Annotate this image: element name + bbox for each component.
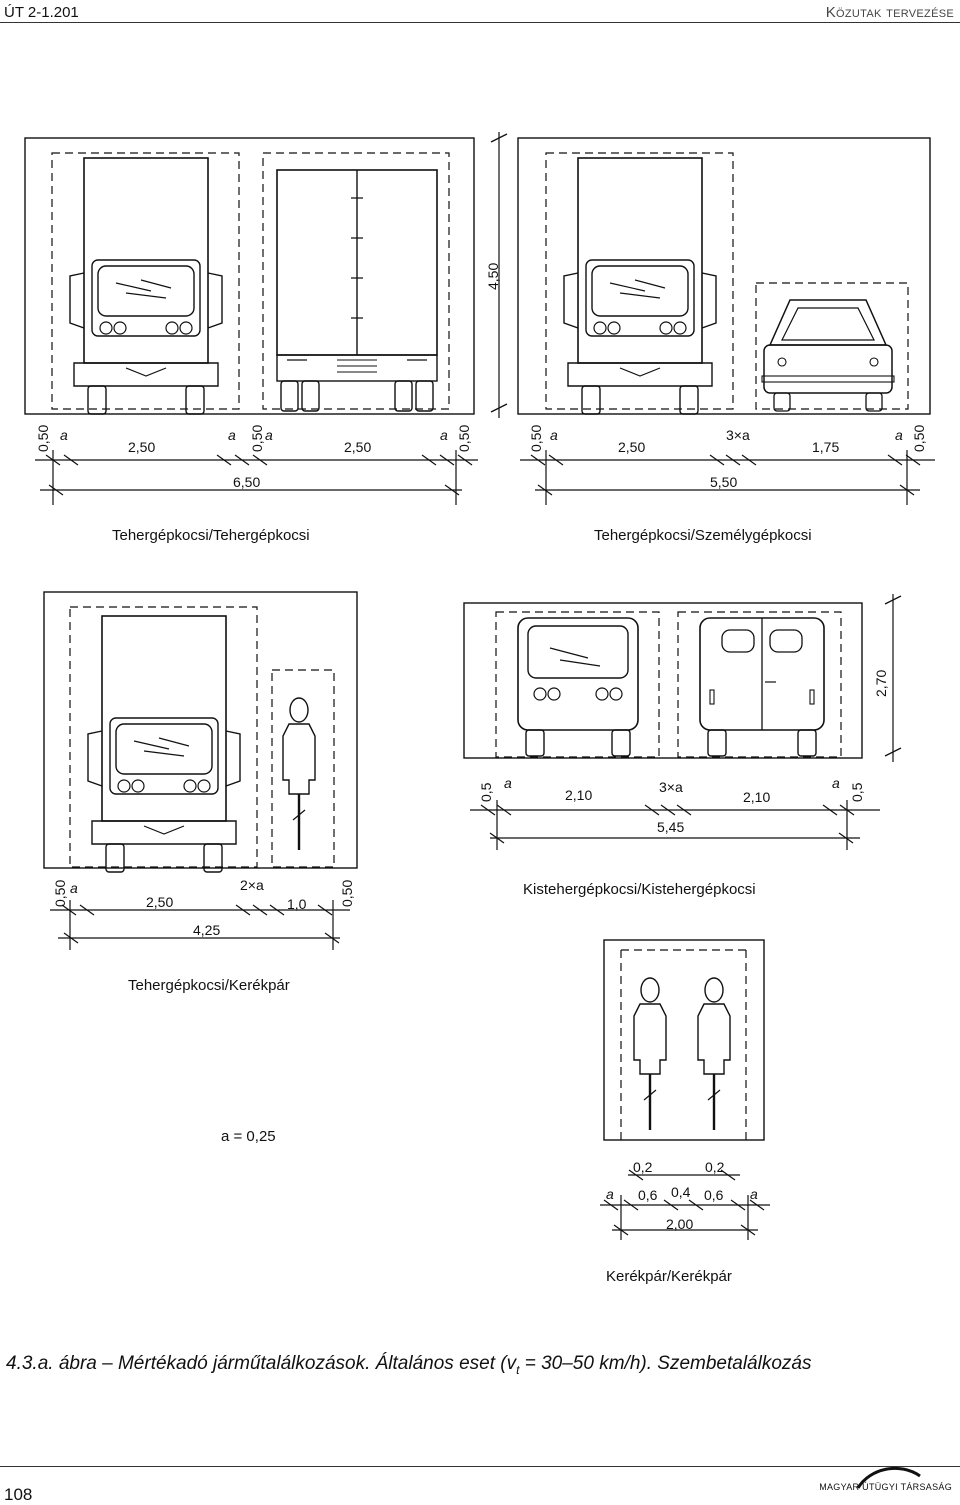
dim-kk-gap: 3×a: [659, 779, 683, 795]
dim-tt-a4: a: [440, 427, 448, 443]
dim-kk-margin-right: 0,5: [849, 782, 865, 802]
dim-bb-total: 2,00: [666, 1216, 693, 1232]
dim-ts-a2: a: [895, 427, 903, 443]
footer-rule: [0, 1466, 960, 1467]
figure-caption-subscript: t: [516, 1362, 520, 1377]
dim-tt-truck2: 2,50: [344, 439, 371, 455]
dim-ts-truck: 2,50: [618, 439, 645, 455]
dim-kk-a1: a: [504, 775, 512, 791]
dim-tt-total: 6,50: [233, 474, 260, 490]
truck-car-panel: [517, 137, 931, 415]
caption-truck-bicycle: Tehergépkocsi/Kerékpár: [128, 977, 290, 994]
dim-tt-a1: a: [60, 427, 68, 443]
publisher-logo-text: MAGYAR ÚTÜGYI TÁRSASÁG: [819, 1482, 952, 1492]
header-rule: [0, 22, 960, 23]
bicycle-bicycle-panel: [603, 939, 765, 1141]
dim-tt-margin-left: 0,50: [35, 425, 51, 452]
dim-tt-truck1: 2,50: [128, 439, 155, 455]
dim-tk-margin-right: 0,50: [339, 880, 355, 907]
dimension-labels: 0,50 a 2,50 a 0,50 a 2,50 a 0,50 6,50 4,…: [35, 263, 927, 1232]
dim-tk-a: a: [70, 880, 78, 896]
document-code: ÚT 2-1.201: [4, 4, 79, 21]
dim-tt-height: 4,50: [485, 263, 501, 290]
dim-bb-bicycle1: 0,6: [638, 1187, 658, 1203]
dim-kk-total: 5,45: [657, 819, 684, 835]
figure-caption: 4.3.a. ábra – Mértékadó járműtalálkozáso…: [6, 1353, 811, 1377]
dim-tt-margin-mid: 0,50: [249, 425, 265, 452]
truck-bicycle-panel: [43, 591, 358, 873]
dim-kk-van1: 2,10: [565, 787, 592, 803]
dim-ts-margin-right: 0,50: [911, 425, 927, 452]
dim-tk-gap: 2×a: [240, 877, 264, 893]
dim-tt-margin-right: 0,50: [456, 425, 472, 452]
dim-bb-a2: a: [750, 1186, 758, 1202]
dim-bb-gap: 0,4: [671, 1184, 691, 1200]
dim-kk-height: 2,70: [873, 670, 889, 697]
figure-caption-suffix: = 30–50 km/h). Szembetalálkozás: [519, 1353, 812, 1374]
dim-kk-margin-left: 0,5: [478, 782, 494, 802]
caption-bicycle-bicycle: Kerékpár/Kerékpár: [606, 1268, 732, 1285]
page-number: 108: [4, 1485, 33, 1504]
dim-bb-top-right: 0,2: [705, 1159, 725, 1175]
caption-truck-truck: Tehergépkocsi/Tehergépkocsi: [112, 527, 310, 544]
van-van-panel: [463, 594, 902, 762]
dim-bb-a1: a: [606, 1186, 614, 1202]
dim-kk-van2: 2,10: [743, 789, 770, 805]
dim-tk-truck: 2,50: [146, 894, 173, 910]
document-section-title: Közutak tervezése: [825, 4, 954, 21]
dim-ts-gap: 3×a: [726, 427, 750, 443]
dim-tk-bicycle: 1,0: [287, 896, 307, 912]
dim-ts-total: 5,50: [710, 474, 737, 490]
caption-van-van: Kistehergépkocsi/Kistehergépkocsi: [523, 881, 756, 898]
dim-tk-margin-left: 0,50: [52, 880, 68, 907]
figure-caption-prefix: 4.3.a. ábra – Mértékadó járműtalálkozáso…: [6, 1353, 517, 1374]
dim-tt-a2: a: [228, 427, 236, 443]
dimension-lines-row-1: [35, 450, 935, 505]
dimension-lines-row-2: [50, 800, 880, 950]
dimension-lines-row-3: [600, 1169, 770, 1240]
dim-ts-car: 1,75: [812, 439, 839, 455]
dim-ts-a1: a: [550, 427, 558, 443]
dim-kk-a2: a: [832, 775, 840, 791]
caption-truck-car: Tehergépkocsi/Személygépkocsi: [594, 527, 812, 544]
dim-tt-a3: a: [265, 427, 273, 443]
note-a-value: a = 0,25: [221, 1128, 276, 1145]
dim-tk-total: 4,25: [193, 922, 220, 938]
dim-ts-margin-left: 0,50: [528, 425, 544, 452]
dim-bb-top-left: 0,2: [633, 1159, 653, 1175]
dim-bb-bicycle2: 0,6: [704, 1187, 724, 1203]
truck-truck-panel: [24, 132, 508, 418]
